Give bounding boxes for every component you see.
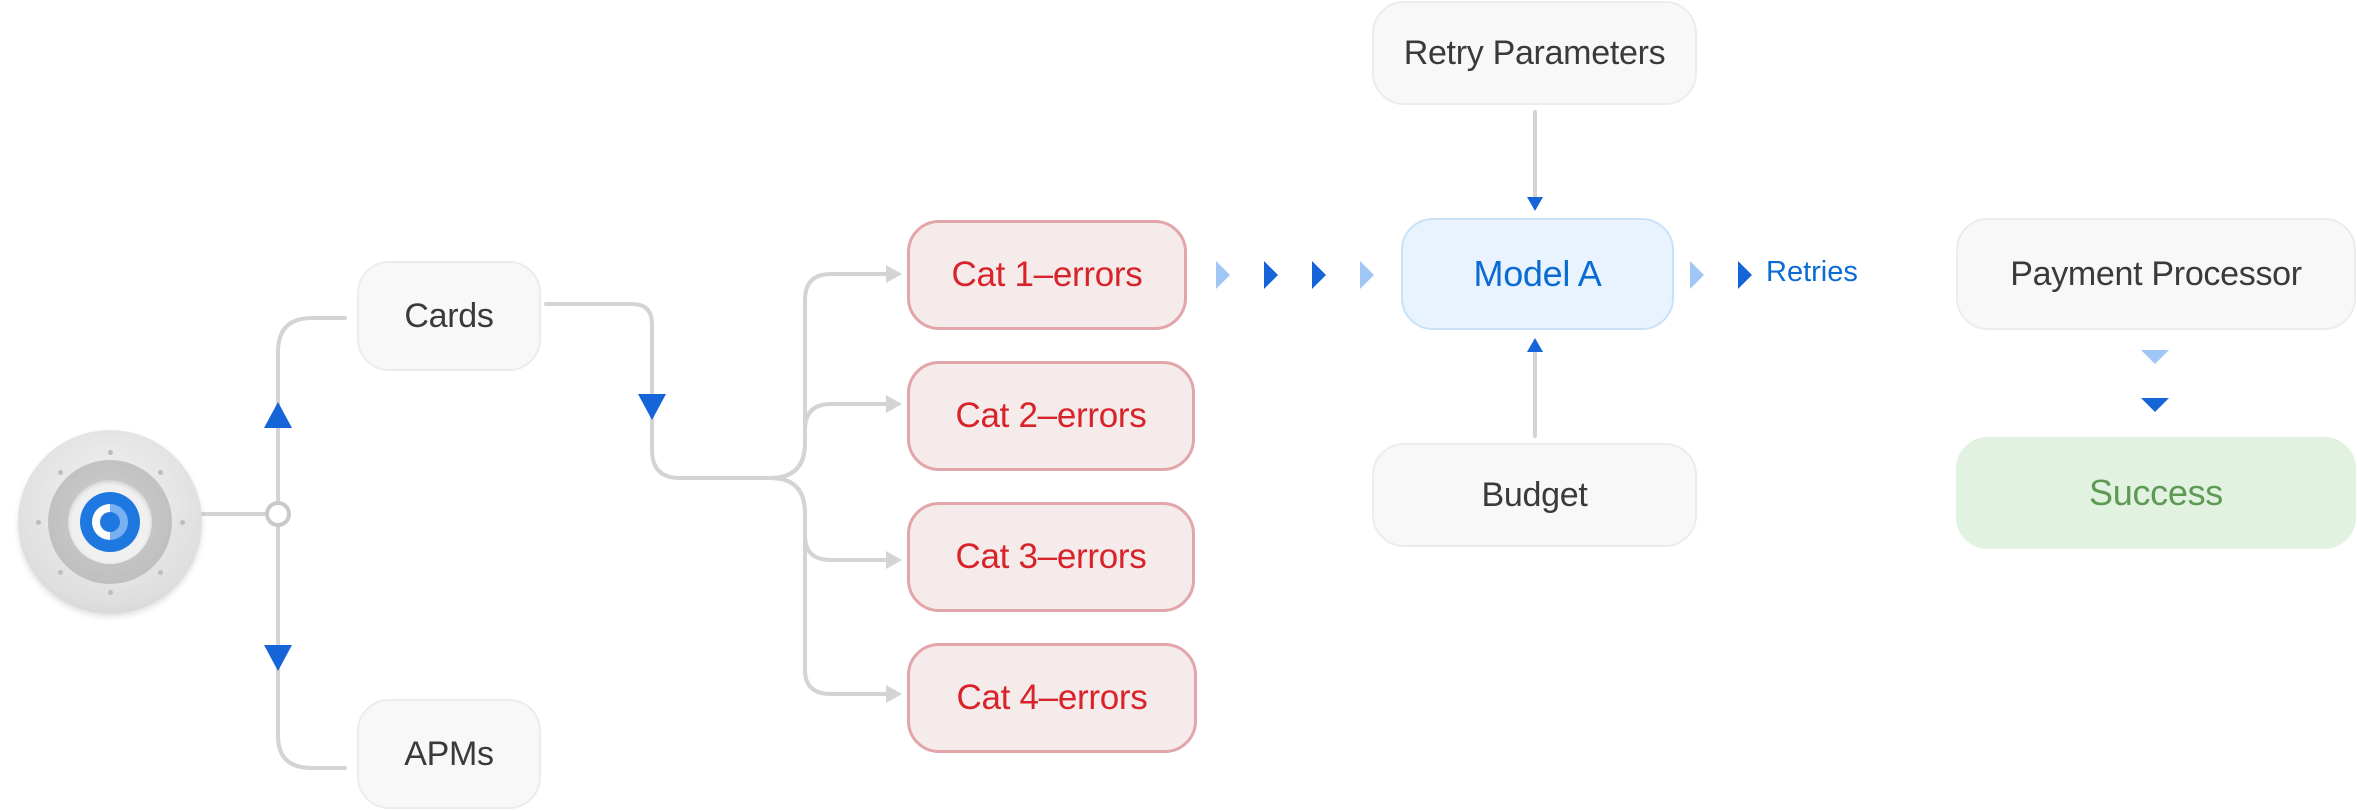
fan-to-cat3-line	[768, 476, 892, 562]
retries-label: Retries	[1766, 256, 1858, 288]
chevron-right-icon	[1360, 261, 1374, 289]
cat4-errors-node[interactable]: Cat 4–errors	[907, 643, 1197, 753]
chevron-down-icon	[2141, 350, 2169, 364]
cards-node[interactable]: Cards	[357, 261, 541, 371]
chevron-right-icon	[1738, 261, 1752, 289]
fan-to-cat2-line	[768, 402, 892, 480]
budget-node[interactable]: Budget	[1372, 443, 1697, 547]
cat1-errors-node[interactable]: Cat 1–errors	[907, 220, 1187, 330]
payment-processor-node[interactable]: Payment Processor	[1956, 218, 2356, 330]
arrow-up-icon	[264, 402, 292, 428]
arrow-down-icon	[264, 645, 292, 671]
cards-to-fan-line	[544, 302, 772, 480]
success-node[interactable]: Success	[1956, 437, 2356, 549]
junction-to-cards-line	[276, 316, 347, 504]
arrow-down-icon	[638, 394, 666, 420]
retry-parameters-node[interactable]: Retry Parameters	[1372, 1, 1697, 105]
model-a-node[interactable]: Model A	[1401, 218, 1674, 330]
chevron-down-icon	[2141, 398, 2169, 412]
cat2-errors-node[interactable]: Cat 2–errors	[907, 361, 1195, 471]
arrowhead-cat2	[886, 395, 902, 413]
chevron-right-icon	[1216, 261, 1230, 289]
arrow-down-icon	[1527, 197, 1543, 211]
sync-logo-icon	[18, 430, 202, 614]
arrowhead-cat1	[886, 265, 902, 283]
arrowhead-cat3	[886, 551, 902, 569]
chevron-right-icon	[1264, 261, 1278, 289]
cat3-errors-node[interactable]: Cat 3–errors	[907, 502, 1195, 612]
fan-to-cat4-line	[768, 476, 892, 696]
arrow-up-icon	[1527, 338, 1543, 352]
chevron-right-icon	[1690, 261, 1704, 289]
chevron-right-icon	[1312, 261, 1326, 289]
sync-arrows-icon	[92, 504, 128, 540]
apms-node[interactable]: APMs	[357, 699, 541, 809]
junction-node	[265, 501, 291, 527]
fan-to-cat1-line	[768, 272, 892, 480]
arrowhead-cat4	[886, 685, 902, 703]
junction-to-apms-line	[276, 524, 347, 770]
